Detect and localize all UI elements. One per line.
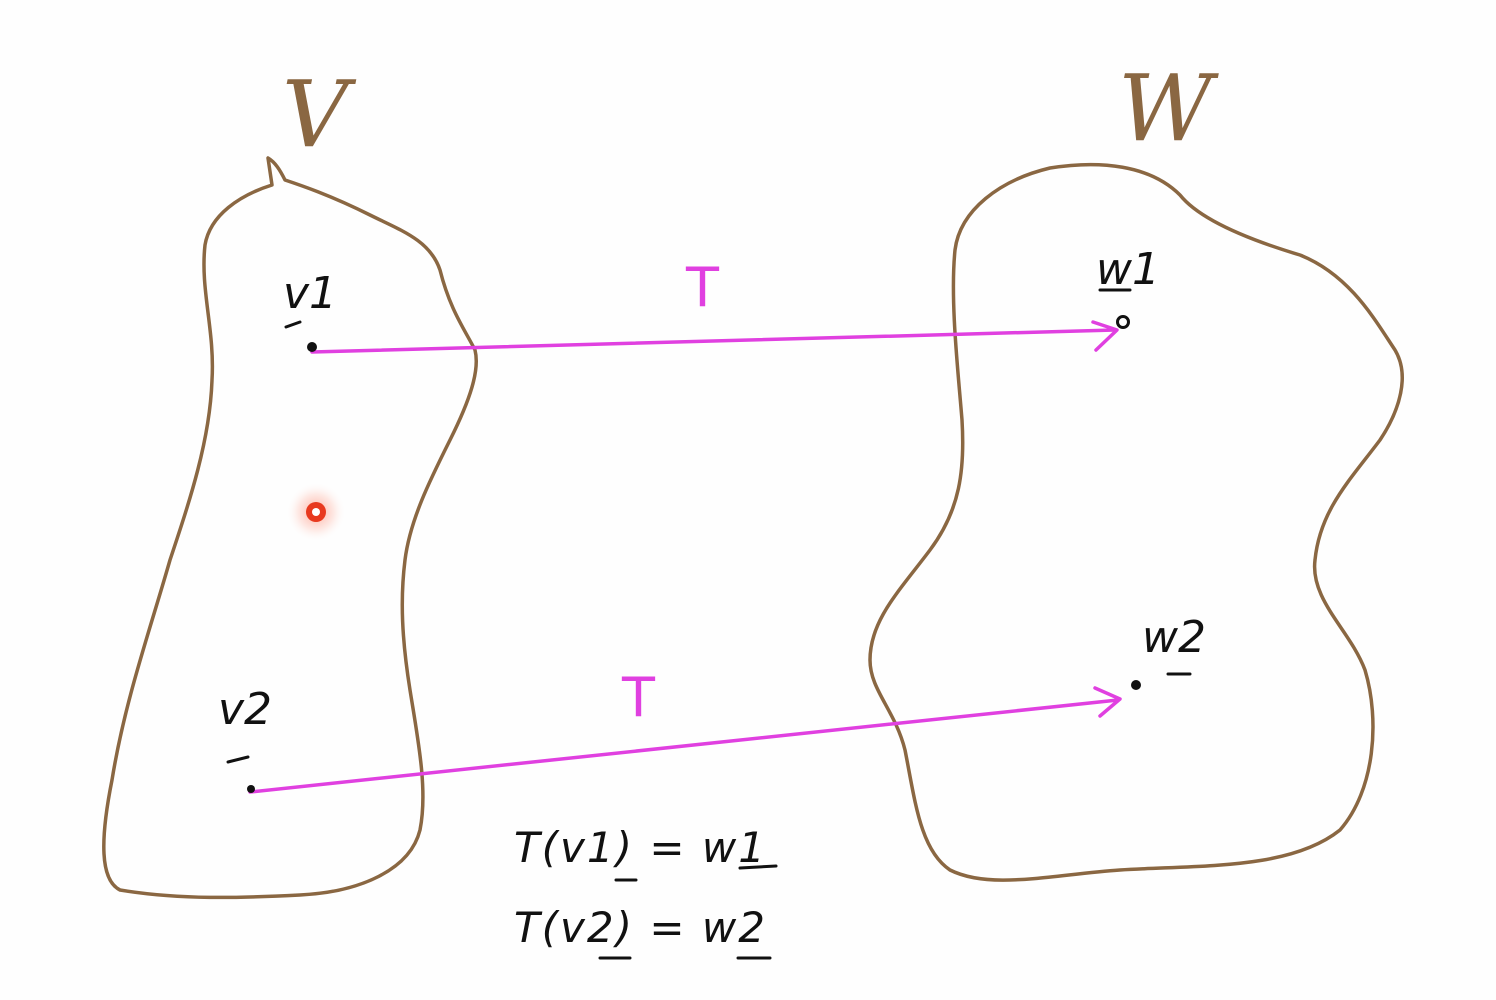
equation-line-1: T(v1) = w1: [514, 823, 767, 872]
point-w2: [1131, 680, 1141, 690]
set-w-outline: [868, 162, 1404, 882]
v2-underline: [226, 755, 250, 764]
equation-line-2: T(v2) = w2: [514, 903, 767, 952]
arrow-t-top: [310, 328, 1117, 354]
point-v2: [247, 785, 255, 793]
arrowhead-bottom: [1093, 686, 1122, 718]
eq1-w-underline: [738, 864, 778, 870]
arrowhead-top: [1091, 320, 1119, 352]
vector-label-v2: v2: [218, 684, 272, 735]
laser-pointer: [286, 482, 346, 542]
set-v-label: V: [282, 61, 357, 168]
point-v1: [307, 342, 317, 352]
vector-label-v1: v1: [283, 268, 337, 319]
set-v-outline: [102, 156, 478, 900]
vector-label-w1: w1: [1096, 244, 1160, 295]
arrow-t-bottom: [248, 698, 1120, 794]
mapping-label-bottom: T: [621, 666, 656, 729]
mapping-label-top: T: [685, 256, 720, 319]
v1-underline: [284, 320, 302, 329]
vector-label-w2: w2: [1142, 612, 1206, 663]
set-w-label: W: [1118, 55, 1219, 162]
point-w1: [1116, 315, 1130, 329]
